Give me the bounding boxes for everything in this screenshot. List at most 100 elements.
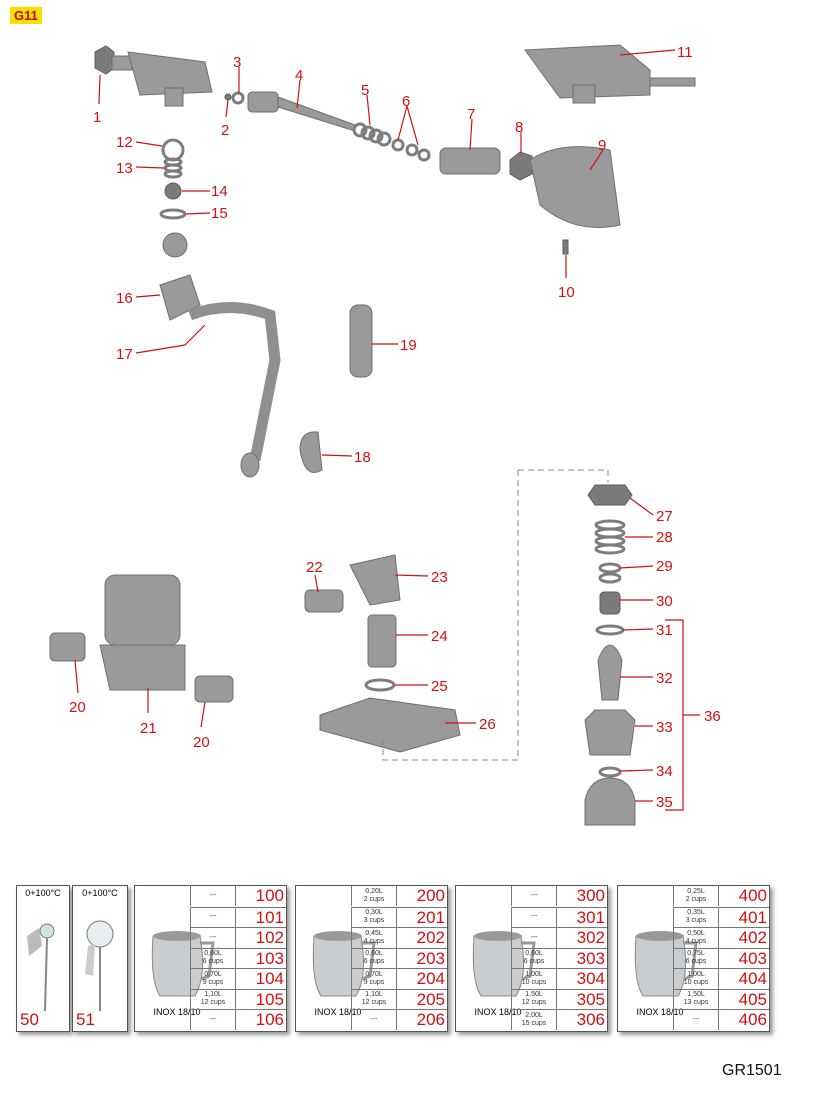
callout: 19 [400, 337, 417, 354]
part-number: 206 [416, 1010, 445, 1029]
drawing-code: GR1501 [722, 1062, 782, 1079]
part-number: 303 [576, 948, 605, 968]
part-number: 203 [416, 948, 445, 968]
capacity: --- [190, 1010, 236, 1030]
callout: 10 [558, 284, 575, 301]
part-number: 200 [416, 886, 445, 905]
part-number: 403 [738, 948, 767, 968]
part-number: 302 [576, 928, 605, 947]
capacity: 1,10L 12 cups [190, 989, 236, 1009]
part-row: ---106 [190, 1009, 286, 1030]
part-number: 305 [576, 989, 605, 1009]
callout: 33 [656, 719, 673, 736]
part-number: 105 [255, 989, 284, 1009]
material-label: INOX 18/10 [153, 1007, 201, 1017]
capacity: 0,25L 2 cups [673, 886, 719, 906]
part-row: 0,60L 6 cups 303 [511, 947, 607, 968]
callout: 4 [295, 67, 303, 84]
part-number: 304 [576, 969, 605, 988]
callout: 34 [656, 763, 673, 780]
capacity: --- [190, 928, 236, 948]
part-row: ---206 [351, 1009, 447, 1030]
material-label: INOX 18/10 [636, 1007, 684, 1017]
callout: 18 [354, 449, 371, 466]
capacity: --- [511, 886, 557, 906]
callout: 20 [69, 699, 86, 716]
capacity: 0,50L 4 cups [673, 928, 719, 948]
callout: 22 [306, 559, 323, 576]
thermometer-icon [27, 923, 55, 1012]
part-number: 401 [738, 907, 767, 927]
callout: 30 [656, 593, 673, 610]
material-label: INOX 18/10 [474, 1007, 522, 1017]
callout: 26 [479, 716, 496, 733]
part-number: 205 [416, 989, 445, 1009]
material-label: INOX 18/10 [314, 1007, 362, 1017]
capacity: 1,00L 10 cups [673, 969, 719, 989]
capacity: 0,45L 4 cups [351, 928, 397, 948]
group-tag: G11 [10, 7, 42, 24]
part-row: 1,10L 12 cups 105 [190, 988, 286, 1009]
callout: 8 [515, 119, 523, 136]
part-number: 202 [416, 928, 445, 947]
part-row: ---102 [190, 927, 286, 948]
capacity: 0,70L 9 cups [351, 969, 397, 989]
part-number: 101 [255, 907, 284, 927]
part-shapes [49, 44, 696, 826]
callout: 2 [221, 122, 229, 139]
callout: 25 [431, 678, 448, 695]
callout: 31 [656, 622, 673, 639]
thermometer-icon [85, 920, 114, 1011]
callout: 3 [233, 54, 241, 71]
temperature-range: 0+100°C [25, 888, 61, 898]
part-row: 0,35L 3 cups 401 [673, 906, 769, 927]
capacity: 0,35L 3 cups [673, 907, 719, 927]
capacity: --- [673, 1010, 719, 1030]
callout-labels: 1 2 3 4 5 6 7 8 9 10 11 12 13 14 15 16 1… [69, 44, 721, 811]
capacity: 0,60L 6 cups [190, 948, 236, 968]
capacity: 1,10L 12 cups [351, 989, 397, 1009]
part-number: 405 [738, 989, 767, 1009]
capacity: 0,20L 2 cups [351, 886, 397, 906]
callout: 28 [656, 529, 673, 546]
temperature-range: 0+100°C [82, 888, 118, 898]
part-row: 1,00L 10 cups 404 [673, 968, 769, 989]
part-number: 50 [20, 1010, 39, 1029]
callout: 14 [211, 183, 228, 200]
part-number: 201 [416, 907, 445, 927]
exploded-view: 1 2 3 4 5 6 7 8 9 10 11 12 13 14 15 16 1… [49, 44, 721, 826]
part-number: 402 [738, 928, 767, 947]
part-row: ---301 [511, 906, 607, 927]
part-number: 103 [255, 948, 284, 968]
capacity: 0,60L 6 cups [511, 948, 557, 968]
capacity: --- [190, 886, 236, 906]
capacity: --- [511, 928, 557, 948]
callout: 32 [656, 670, 673, 687]
callout: 13 [116, 160, 133, 177]
capacity: 0,70L 9 cups [190, 969, 236, 989]
part-row: --- 302 [511, 927, 607, 948]
part-row: 0,60L 6 cups 103 [190, 947, 286, 968]
part-number: 406 [738, 1010, 767, 1029]
callout: 1 [93, 109, 101, 126]
callout: 20 [193, 734, 210, 751]
part-number: 404 [738, 969, 767, 988]
callout: 12 [116, 134, 133, 151]
callout: 9 [598, 137, 606, 154]
callout: 7 [467, 106, 475, 123]
part-row: 0,45L 4 cups 202 [351, 927, 447, 948]
capacity: --- [190, 907, 236, 927]
callout: 15 [211, 205, 228, 222]
part-row: ---300 [511, 886, 607, 906]
callout: 17 [116, 346, 133, 363]
